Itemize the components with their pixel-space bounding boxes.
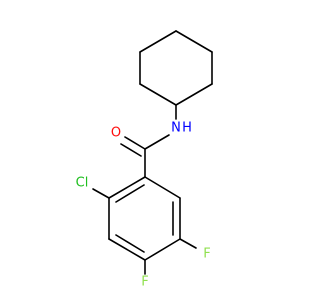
fluorine-atom-label-5: F xyxy=(203,247,210,262)
fluorine-atom-label-4: F xyxy=(141,275,148,290)
bond-ar2-cl xyxy=(92,188,110,199)
oxygen-atom-label: O xyxy=(111,126,121,141)
benzene-ring xyxy=(108,176,181,261)
bond-ar3-ar4-inner xyxy=(115,234,145,253)
nitrogen-atom-label: N xyxy=(171,121,181,136)
bond-ar1-ar2 xyxy=(108,176,146,199)
bond-ar4-ar5 xyxy=(144,238,181,261)
bond-ar6-ar1 xyxy=(144,176,181,199)
bond-cy3-cy4 xyxy=(139,30,177,53)
bond-carbonyl-o-1 xyxy=(124,136,146,150)
bond-cy1-cy2 xyxy=(139,83,177,106)
hydrogen-atom-label: H xyxy=(182,121,192,136)
cyclohexane-ring xyxy=(139,30,213,106)
bond-carbonyl-o-2 xyxy=(120,143,142,157)
molecule-structure: O N H Cl F F xyxy=(76,30,213,290)
bond-cy4-cy5 xyxy=(175,30,213,53)
bond-ar5-f xyxy=(179,238,197,249)
molecule-canvas: O N H Cl F F xyxy=(76,30,213,290)
bond-cy6-cy1 xyxy=(175,83,213,106)
bond-n-carbonyl xyxy=(144,134,170,150)
bond-ar1-ar2-inner xyxy=(115,184,145,203)
chlorine-atom-label: Cl xyxy=(76,176,89,191)
bond-ar3-ar4 xyxy=(108,238,146,261)
carbonyl-double-bond xyxy=(120,136,146,157)
